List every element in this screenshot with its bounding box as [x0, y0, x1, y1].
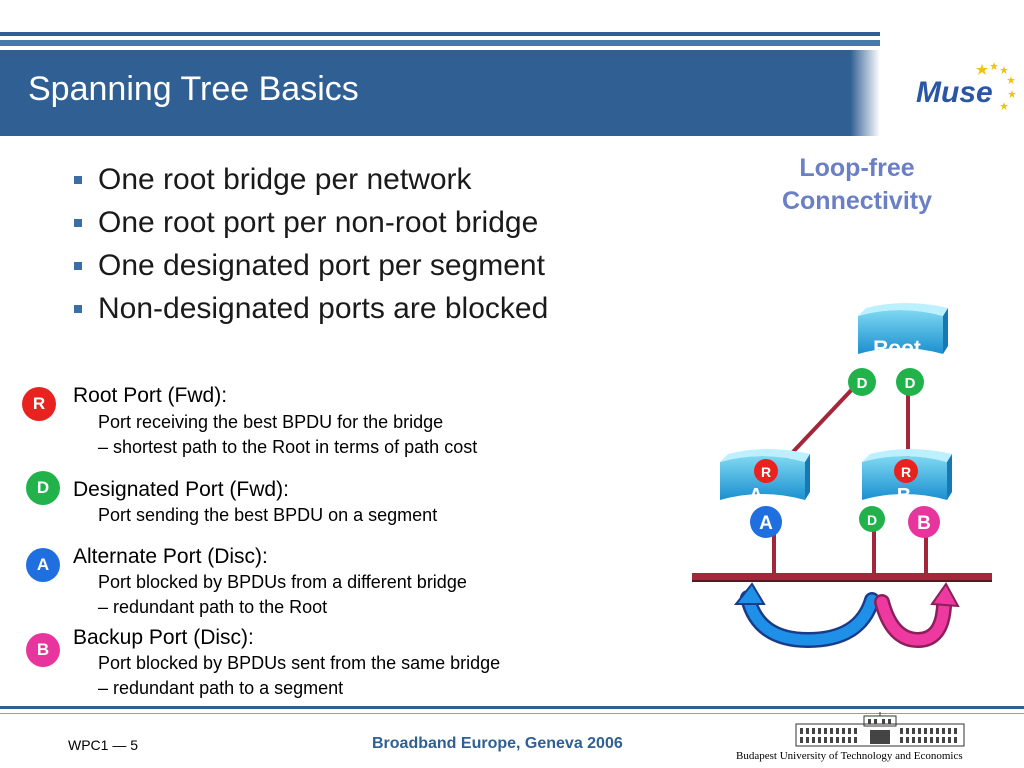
loop-free-note: Loop-free Connectivity: [752, 152, 962, 218]
root-designated-port-right: D: [896, 368, 924, 396]
bridge-a-label: A: [749, 485, 763, 507]
university-building-icon: [795, 712, 965, 747]
bullet-list: One root bridge per network One root por…: [72, 158, 548, 330]
stp-diagram: Root A B D D R R A D B: [692, 303, 992, 649]
muse-logo: Muse: [916, 62, 1016, 110]
alternate-port-desc: – redundant path to the Root: [98, 597, 328, 617]
bullet-item: One designated port per segment: [72, 244, 548, 287]
svg-text:R: R: [761, 464, 771, 480]
bullet-item: Non-designated ports are blocked: [72, 287, 548, 330]
footer-rule: [0, 713, 1024, 714]
backup-port-desc: – redundant path to a segment: [98, 678, 344, 698]
designated-port-badge: D: [26, 471, 60, 505]
bullet-item: One root bridge per network: [72, 158, 548, 201]
svg-text:R: R: [901, 464, 911, 480]
university-name: Budapest University of Technology and Ec…: [736, 750, 963, 762]
root-port-badge: R: [22, 387, 56, 421]
title-bar: [0, 50, 880, 136]
bridge-a-alternate-port: A: [750, 506, 782, 538]
loop-free-line: Loop-free: [799, 154, 915, 182]
bridge-b-designated-port: D: [859, 506, 885, 532]
bridge-b-root-port: R: [894, 459, 918, 483]
event-name: Broadband Europe, Geneva 2006: [372, 735, 623, 752]
alternate-port-desc: Port blocked by BPDUs from a different b…: [98, 572, 467, 592]
bridge-b-backup-port: B: [908, 506, 940, 538]
bridge-b: B: [862, 449, 952, 507]
backup-port-title: Backup Port (Disc):: [73, 626, 254, 649]
alternate-port-badge: A: [26, 548, 60, 582]
svg-text:D: D: [857, 375, 868, 392]
alternate-path-arrow: [733, 582, 880, 649]
loop-free-line: Connectivity: [781, 187, 933, 215]
backup-port-desc: Port blocked by BPDUs sent from the same…: [98, 653, 501, 673]
backup-port-badge: B: [26, 633, 60, 667]
designated-port-title: Designated Port (Fwd):: [73, 478, 289, 501]
alternate-port-title: Alternate Port (Disc):: [73, 545, 268, 568]
svg-text:D: D: [905, 375, 916, 392]
header-stripe: [0, 32, 880, 36]
svg-text:D: D: [867, 512, 877, 528]
backup-path-arrow: [874, 582, 960, 649]
lan-segment: [692, 573, 992, 580]
lan-segment-shadow: [692, 580, 992, 582]
svg-text:Muse: Muse: [916, 76, 993, 109]
root-designated-port-left: D: [848, 368, 876, 396]
root-port-title: Root Port (Fwd):: [73, 384, 228, 407]
designated-port-desc: Port sending the best BPDU on a segment: [98, 505, 438, 525]
root-port-desc: – shortest path to the Root in terms of …: [98, 437, 478, 457]
svg-text:A: A: [759, 513, 773, 534]
bridge-b-label: B: [897, 485, 911, 507]
root-bridge: Root: [858, 303, 948, 360]
bullet-item: One root port per non-root bridge: [72, 201, 548, 244]
root-port-desc: Port receiving the best BPDU for the bri…: [98, 412, 444, 432]
bridge-a-root-port: R: [754, 459, 778, 483]
svg-text:B: B: [917, 513, 931, 534]
footer-rule: [0, 706, 1024, 709]
header-stripe: [0, 40, 880, 46]
slide-number: WPC1 — 5: [68, 737, 139, 753]
slide-title: Spanning Tree Basics: [28, 70, 359, 108]
root-label: Root: [873, 337, 921, 360]
